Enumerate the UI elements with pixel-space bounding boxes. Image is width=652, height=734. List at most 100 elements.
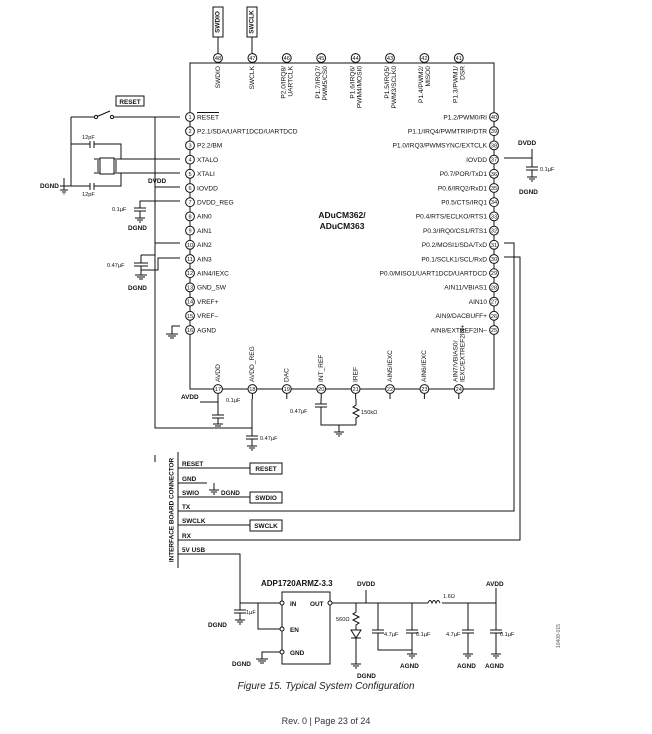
cap-047-intref-label: 0.47µF bbox=[290, 409, 308, 415]
left-pin-14-number: 14 bbox=[187, 300, 193, 306]
left-pin-1-number: 1 bbox=[188, 115, 191, 121]
iovdd-cap bbox=[526, 158, 538, 182]
dgnd-dvddreg-label: DGND bbox=[128, 225, 147, 232]
xtal-cap-wires bbox=[94, 143, 122, 187]
reset-switch-contact-b bbox=[109, 114, 115, 120]
right-pin-38-number: 38 bbox=[491, 143, 497, 149]
reg-dgnd-led-label: DGND bbox=[357, 673, 376, 680]
if-reset-box-label: RESET bbox=[255, 466, 276, 473]
right-pin-27-label: AIN10 bbox=[469, 299, 488, 306]
left-pin-8-circle bbox=[185, 211, 195, 222]
left-pin-15-circle bbox=[185, 310, 195, 321]
right-pin-31-label: P0.2/MOSI1/SDA/TxD bbox=[422, 242, 487, 249]
chip-name-line2: ADuCM363 bbox=[320, 221, 365, 231]
ain-ground bbox=[135, 274, 147, 280]
bottom-pin-23-number: 23 bbox=[421, 387, 427, 393]
left-pin-4-number: 4 bbox=[188, 158, 191, 164]
top-pin-48-label: SWDIO bbox=[215, 66, 222, 88]
reg-dgnd-in-label: DGND bbox=[208, 622, 227, 629]
if-swdio-box bbox=[249, 491, 283, 504]
left-pin-16-label: AGND bbox=[197, 327, 216, 334]
right-pin-36-circle bbox=[489, 168, 499, 179]
bottom-pin-19-number: 19 bbox=[284, 387, 290, 393]
swd-wires bbox=[217, 37, 253, 53]
res-150k-label: 150kΩ bbox=[361, 410, 377, 416]
top-pin-46-number: 46 bbox=[284, 56, 290, 62]
reset-tag-box bbox=[115, 95, 145, 107]
right-pin-33-label: P0.4/RTS/ECLKO/RTS1 bbox=[416, 214, 488, 221]
top-pin-41-label-line2: DSR bbox=[460, 66, 467, 80]
top-pin-44-number: 44 bbox=[352, 56, 358, 62]
right-pin-25-number: 25 bbox=[491, 328, 497, 334]
if-tx-label: TX bbox=[182, 504, 191, 511]
dvddreg-ground bbox=[135, 217, 145, 223]
right-pin-30-label: P0.1/SCLK1/SCL/RxD bbox=[421, 256, 487, 263]
left-pin-2-label: P2.1/SDA/UART1DCD/UARTDCD bbox=[197, 129, 298, 136]
left-pin-10-label: AIN2 bbox=[197, 242, 212, 249]
right-pin-26-number: 26 bbox=[491, 314, 497, 320]
left-pin-5-circle bbox=[185, 168, 195, 179]
top-pin-47-label: SWCLK bbox=[249, 65, 256, 89]
intref-cap bbox=[315, 399, 356, 432]
dgnd-xtal-label: DGND bbox=[40, 183, 59, 190]
reg-res-filter-label: 1.6Ω bbox=[443, 594, 455, 600]
right-pin-33-circle bbox=[489, 211, 499, 222]
top-pin-41-circle bbox=[453, 53, 464, 63]
top-pin-43-label: P1.5/IRQ5/ bbox=[384, 66, 391, 99]
avdd-cap-c bbox=[462, 603, 474, 659]
figure-id: 10408-015 bbox=[556, 624, 562, 648]
left-pin-5-label: XTALI bbox=[197, 171, 215, 178]
right-pin-38-label: P1.0/IRQ3/PWMSYNC/EXTCLK bbox=[392, 143, 487, 150]
cap-01-dvddreg-label: 0.1µF bbox=[112, 207, 127, 213]
top-pin-42-circle bbox=[419, 53, 430, 63]
left-pin-15-label: VREF– bbox=[197, 313, 219, 320]
avdd-bottom-label: AVDD bbox=[181, 394, 199, 401]
top-pin-group: 48SWDIO47SWCLK46P2.0/IRQ8/UARTCLK45P1.7/… bbox=[213, 53, 467, 109]
top-pin-46-label-line2: UARTCLK bbox=[288, 65, 295, 96]
right-pin-31-number: 31 bbox=[491, 243, 497, 249]
top-pin-44-label: P1.6/IRQ6/ bbox=[349, 66, 356, 99]
ferrite-inductor bbox=[427, 600, 441, 605]
xtal-ground-wires bbox=[60, 143, 90, 187]
if-usb-label: 5V USB bbox=[182, 547, 205, 554]
right-pin-27-number: 27 bbox=[491, 300, 497, 306]
right-pin-34-label: P0.5/CTS/IRQ1 bbox=[441, 200, 487, 207]
right-pin-35-number: 35 bbox=[491, 186, 497, 192]
cap-047-avddreg-label: 0.47µF bbox=[260, 436, 278, 442]
bottom-pin-20-number: 20 bbox=[318, 387, 324, 393]
right-pin-28-circle bbox=[489, 282, 499, 293]
cap-12pf-a-label: 12pF bbox=[82, 135, 95, 141]
right-pin-27-circle bbox=[489, 296, 499, 307]
left-pin-13-label: GND_SW bbox=[197, 285, 227, 292]
reg-cap-d-label: 0.1µF bbox=[500, 632, 515, 638]
if-usb-wire bbox=[178, 553, 280, 604]
crystal-body bbox=[99, 157, 115, 175]
left-pin-7-number: 7 bbox=[188, 200, 191, 206]
dvddreg-cap bbox=[134, 200, 180, 218]
if-rx-label: RX bbox=[182, 533, 192, 540]
left-pin-4-label: XTALO bbox=[197, 157, 218, 164]
left-pin-4-circle bbox=[185, 154, 195, 165]
if-swclk-box bbox=[249, 519, 283, 532]
top-pin-43-number: 43 bbox=[387, 56, 393, 62]
right-pin-25-circle bbox=[489, 325, 499, 335]
reg-en-wire bbox=[257, 603, 280, 630]
regulator-part-label: ADP1720ARMZ-3.3 bbox=[261, 579, 333, 588]
dvdd-cap-b bbox=[406, 603, 418, 659]
swclk-tag-label: SWCLK bbox=[249, 10, 256, 34]
reset-tag-label: RESET bbox=[119, 99, 140, 106]
left-pin-11-circle bbox=[185, 254, 195, 264]
led-symbol bbox=[350, 629, 362, 639]
top-pin-43-label-line2: PWM3/SCLK0 bbox=[391, 66, 398, 109]
cap-01-iovdd-label: 0.1µF bbox=[540, 167, 555, 173]
right-pin-39-number: 39 bbox=[491, 129, 497, 135]
reg-en-label: EN bbox=[290, 627, 299, 634]
right-pin-37-circle bbox=[489, 154, 499, 165]
reg-gnd-wire bbox=[256, 651, 280, 664]
agnd-ground-symbol bbox=[166, 325, 180, 339]
left-pin-14-circle bbox=[185, 296, 195, 307]
xtal-cap-plates bbox=[89, 141, 95, 190]
left-pin-11-number: 11 bbox=[187, 257, 193, 263]
right-pin-26-circle bbox=[489, 310, 499, 321]
